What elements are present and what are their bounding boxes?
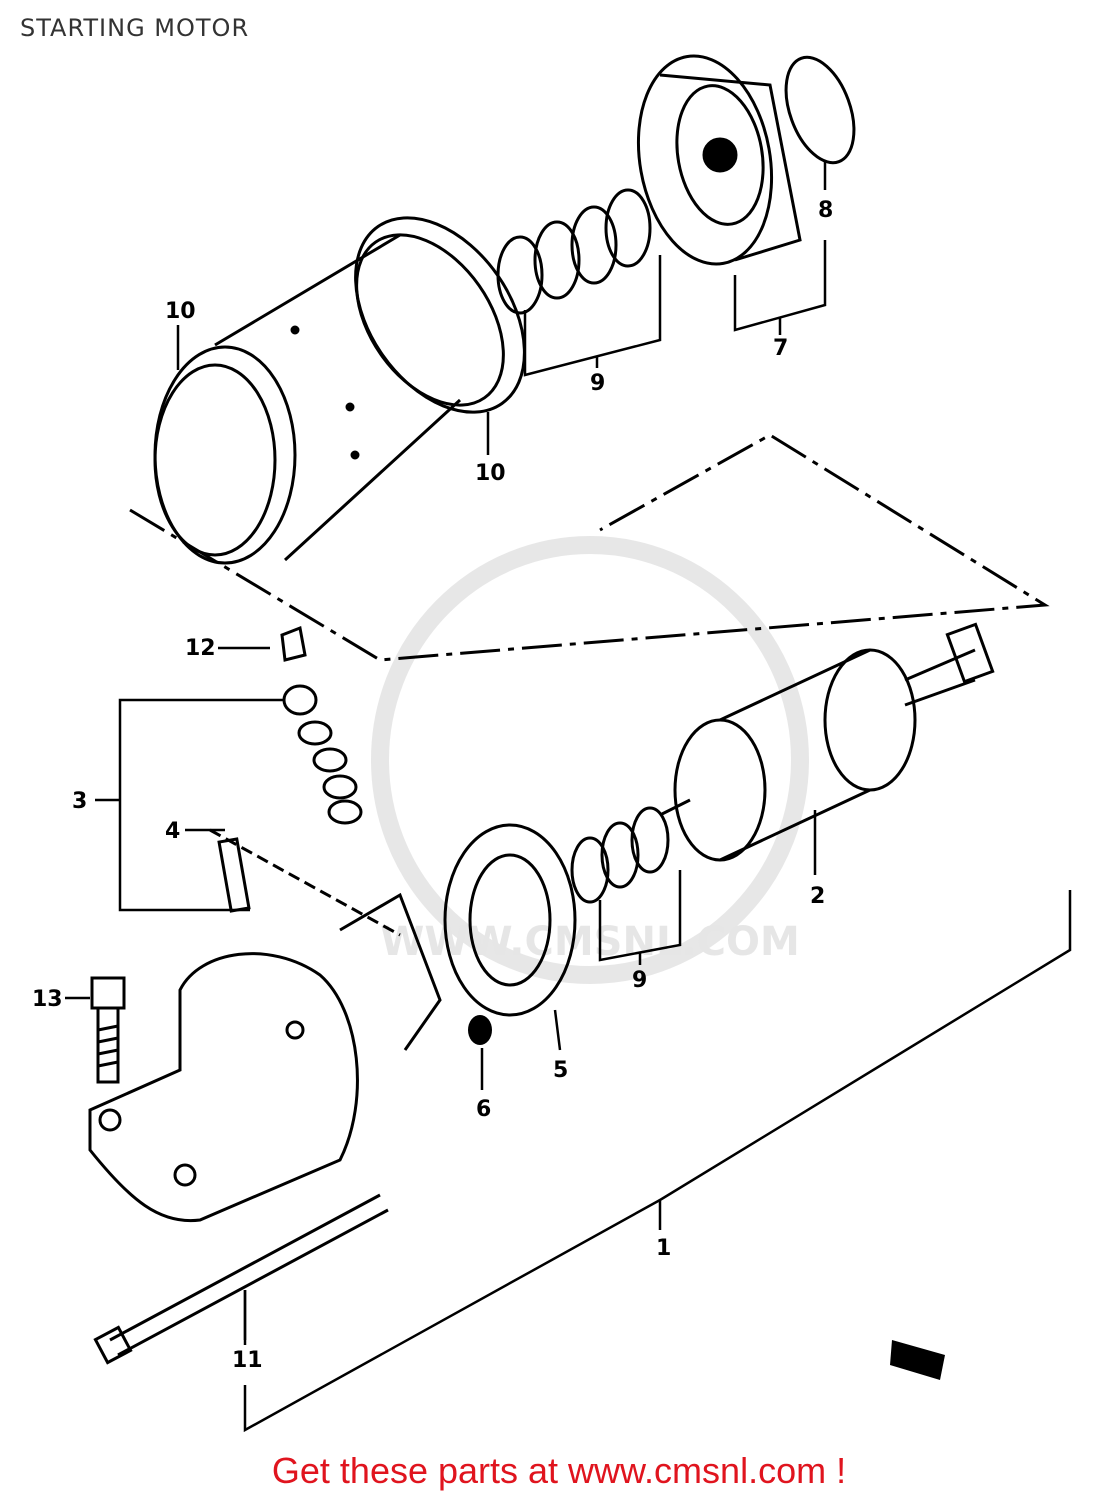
end-cover [636, 54, 802, 266]
callout-2: 2 [810, 884, 825, 909]
page-title: STARTING MOTOR [20, 14, 250, 42]
callout-5: 5 [553, 1058, 568, 1083]
footer-link-text[interactable]: Get these parts at www.cmsnl.com ! [271, 1450, 847, 1491]
terminal-set [209, 625, 401, 937]
small-clip [890, 1340, 945, 1380]
yoke-frame-lines [129, 433, 1050, 662]
callout-11: 11 [232, 1348, 263, 1373]
callout-labels: 1 2 3 4 5 6 7 8 9 9 10 10 11 12 13 [32, 198, 833, 1373]
callout-4: 4 [165, 819, 180, 844]
callout-1: 1 [656, 1236, 671, 1261]
callout-9-upper: 9 [590, 371, 605, 396]
front-housing [88, 952, 359, 1223]
callout-13: 13 [32, 987, 63, 1012]
callout-12: 12 [185, 636, 216, 661]
callout-8: 8 [818, 198, 833, 223]
watermark-text: WWW.CMSNL.COM [380, 919, 800, 965]
callout-9-lower: 9 [632, 968, 647, 993]
callout-7: 7 [773, 336, 788, 361]
washer-set-upper [496, 188, 652, 315]
watermark-logo: WWW.CMSNL.COM [371, 536, 809, 984]
callout-10-lower: 10 [475, 461, 506, 486]
brush-holder [339, 823, 577, 1051]
armature [659, 622, 995, 862]
washer-set-lower [570, 806, 670, 904]
leader-lines [65, 160, 1072, 1433]
callout-3: 3 [72, 789, 87, 814]
callout-6: 6 [476, 1097, 491, 1122]
o-ring-small [468, 1015, 492, 1045]
o-ring [784, 55, 856, 165]
yoke-housing [153, 216, 526, 565]
through-bolt [93, 1193, 389, 1365]
bolt [90, 976, 126, 1084]
callout-10-upper: 10 [165, 299, 196, 324]
